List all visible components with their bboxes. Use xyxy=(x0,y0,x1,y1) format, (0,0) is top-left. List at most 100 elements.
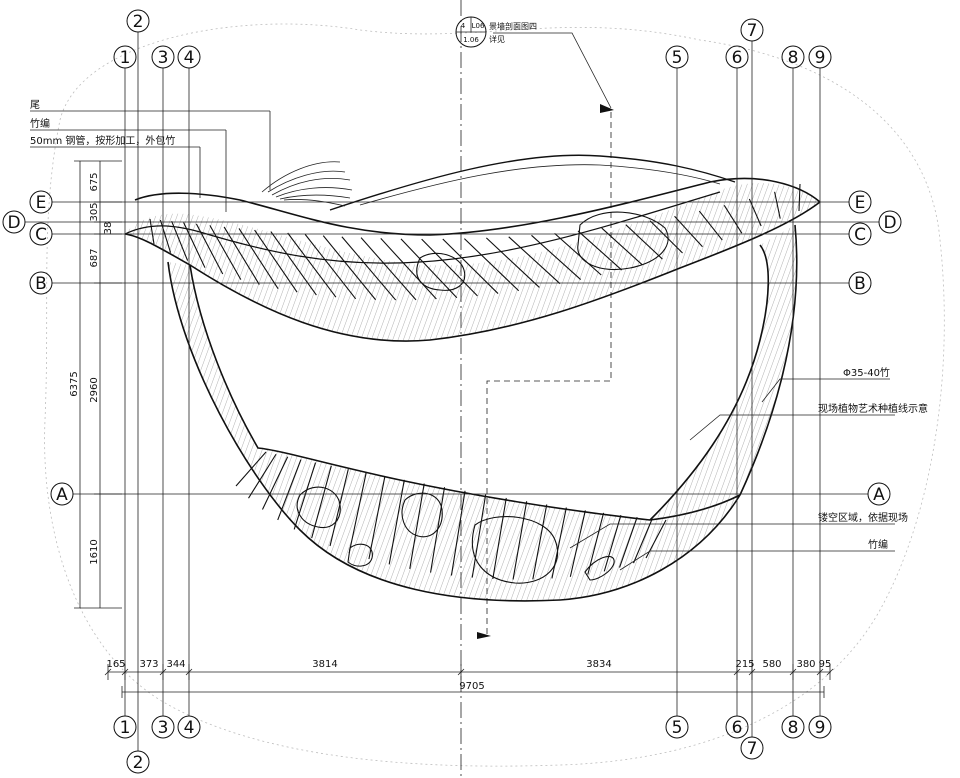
dim-tick-mark xyxy=(789,668,797,676)
axis-label-E: E xyxy=(36,193,47,213)
dim-tick-mark xyxy=(185,668,193,676)
dim-tick-mark xyxy=(826,668,834,676)
axis-label-3: 3 xyxy=(158,718,169,738)
slat xyxy=(531,234,582,280)
axis-bubble-C-left xyxy=(29,222,53,246)
axis-label-2: 2 xyxy=(133,12,144,32)
slat xyxy=(238,228,279,290)
slat xyxy=(723,205,743,234)
dim-bottom-373: 373 xyxy=(139,659,158,670)
dim-left-38: 38 xyxy=(103,222,114,235)
slat xyxy=(235,451,267,487)
right-band-inner xyxy=(649,244,770,521)
slat xyxy=(304,234,357,300)
slat xyxy=(587,512,605,575)
slat xyxy=(149,218,155,245)
axis-label-C: C xyxy=(854,225,866,245)
axis-bubble-5-bottom xyxy=(665,715,689,739)
slat xyxy=(400,238,458,299)
dim-bottom-165: 165 xyxy=(106,659,125,670)
slat xyxy=(270,231,317,296)
lower-band-fill xyxy=(168,262,740,601)
axis-label-5: 5 xyxy=(672,718,683,738)
axis-bubble-D-right xyxy=(878,210,902,234)
dim-total: 9705 xyxy=(459,681,484,692)
dim-bottom-95: 95 xyxy=(819,659,832,670)
axis-bubble-2-top xyxy=(126,9,150,33)
axis-label-1: 1 xyxy=(120,48,131,68)
upper-band-bottom xyxy=(124,201,821,342)
axis-bubble-A-right xyxy=(867,482,891,506)
note-bamboo-bottom: 竹编 xyxy=(868,538,888,551)
axis-label-B: B xyxy=(35,274,47,294)
section-mark-title: 景墙剖面图四 xyxy=(489,21,537,31)
slat xyxy=(485,237,540,288)
slat xyxy=(329,468,349,547)
planting-outline xyxy=(44,23,945,767)
section-mark-top: 4 xyxy=(461,22,466,30)
dim-left-1610: 1610 xyxy=(89,539,100,564)
note-planting: 现场植物艺术种植线示意 xyxy=(818,402,928,415)
axis-bubble-C-right xyxy=(848,222,872,246)
axis-label-9: 9 xyxy=(815,718,826,738)
slat xyxy=(512,501,528,580)
dim-left-687: 687 xyxy=(89,248,100,267)
axis-label-6: 6 xyxy=(732,48,743,68)
section-leader xyxy=(493,32,612,109)
slat xyxy=(748,198,762,227)
dim-tick-mark xyxy=(748,668,756,676)
slat xyxy=(322,235,377,301)
dim-bottom-3834: 3834 xyxy=(586,659,611,670)
note-steel-pipe: 50mm 钢管，按形加工，外包竹 xyxy=(30,134,175,147)
axis-bubble-A-left xyxy=(50,482,74,506)
slat xyxy=(380,237,437,300)
slat xyxy=(577,230,623,271)
slat xyxy=(261,456,289,510)
axis-bubble-B-right xyxy=(848,271,872,295)
dim-tick-mark xyxy=(159,668,167,676)
note-bamboo-dia: Φ35-40竹 xyxy=(843,366,890,379)
axis-bubble-8-bottom xyxy=(781,715,805,739)
slat xyxy=(625,224,663,260)
axis-bubble-E-right xyxy=(848,190,872,214)
slat xyxy=(368,476,386,560)
axis-label-5: 5 xyxy=(672,48,683,68)
slat xyxy=(532,504,548,580)
slat xyxy=(360,237,417,301)
axis-bubble-B-left xyxy=(29,271,53,295)
slat xyxy=(171,220,189,261)
axis-bubble-6-bottom xyxy=(725,715,749,739)
axis-label-C: C xyxy=(35,225,47,245)
lower-band-outer xyxy=(167,261,741,602)
axis-bubble-2-bottom xyxy=(126,750,150,774)
slat xyxy=(341,236,397,301)
cutout-lower-4 xyxy=(347,543,373,567)
dim-bottom-3814: 3814 xyxy=(312,659,337,670)
axis-bubble-7-bottom xyxy=(740,736,764,760)
note-bamboo-top: 竹编 xyxy=(30,117,50,130)
slat xyxy=(159,219,172,253)
axis-label-D: D xyxy=(883,213,896,233)
slat xyxy=(603,515,622,572)
axis-label-3: 3 xyxy=(158,48,169,68)
slat xyxy=(632,518,653,564)
dim-left-total: 6375 xyxy=(69,371,80,396)
axis-bubble-9-bottom xyxy=(808,715,832,739)
note-tail: 尾 xyxy=(30,99,40,111)
lower-band-slats xyxy=(235,451,667,580)
slat xyxy=(248,453,277,499)
slat xyxy=(209,225,242,280)
slat xyxy=(698,210,723,241)
axis-bubble-E-left xyxy=(29,190,53,214)
left-notes: 尾 竹编 50mm 钢管，按形加工，外包竹 xyxy=(30,99,271,212)
dim-tick-mark xyxy=(816,668,824,676)
axis-bubble-D-left xyxy=(2,210,26,234)
section-mark-sheet: 1.06 xyxy=(463,36,479,44)
slat xyxy=(774,191,781,219)
slat xyxy=(463,238,520,292)
slat xyxy=(442,238,499,294)
cutout-upper-left xyxy=(416,252,466,291)
slat xyxy=(619,516,638,568)
